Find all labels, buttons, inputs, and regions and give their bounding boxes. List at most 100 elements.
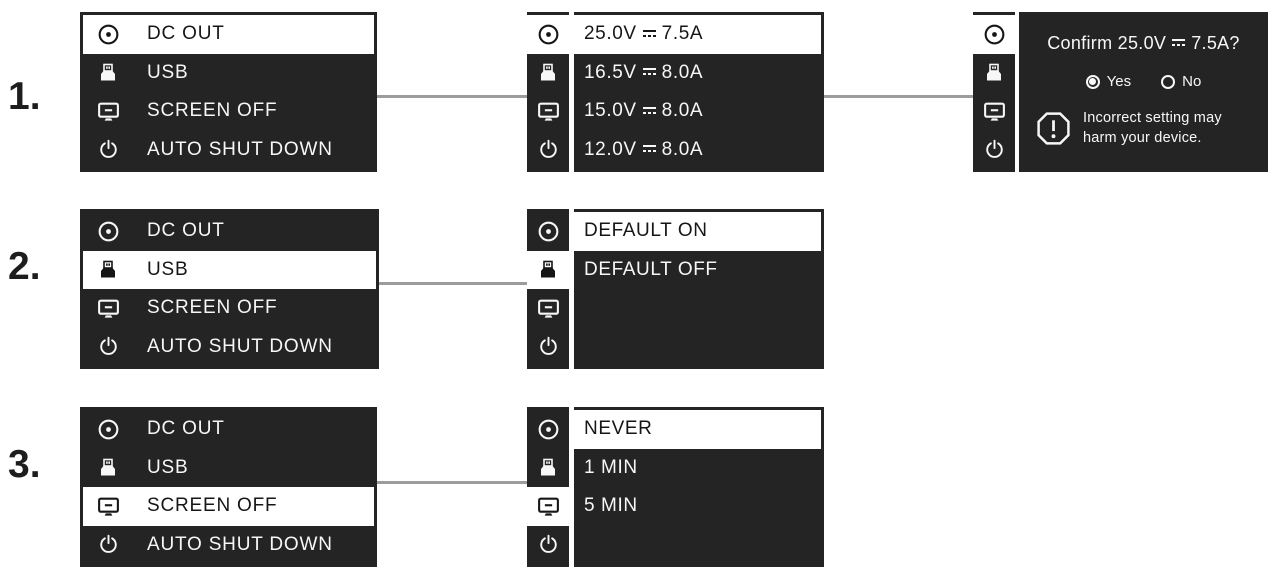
dc-out-icon bbox=[95, 417, 121, 442]
panel-divider bbox=[569, 209, 574, 369]
screen-off-option-list: NEVER 1 MIN 5 MIN bbox=[574, 407, 824, 567]
usb-icon bbox=[95, 456, 121, 480]
flow-connector bbox=[377, 481, 527, 484]
panel-divider bbox=[569, 407, 574, 567]
screen-icon bbox=[536, 296, 561, 321]
step1-main-menu-screen: DC OUT USB SCREEN OFF AUTO SHUT DOWN bbox=[80, 12, 377, 172]
confirm-title-suffix: 7.5A? bbox=[1191, 33, 1240, 53]
menu-item-auto-shut-down[interactable]: AUTO SHUT DOWN bbox=[83, 328, 376, 367]
warning-line-2: harm your device. bbox=[1083, 130, 1202, 147]
panel-divider bbox=[1015, 12, 1019, 172]
step-number-2: 2. bbox=[8, 245, 41, 288]
screen-icon bbox=[536, 99, 561, 124]
submenu-option[interactable]: DEFAULT OFF bbox=[574, 251, 821, 290]
sidebar-tab-screen-off[interactable] bbox=[527, 92, 569, 131]
power-icon bbox=[983, 138, 1006, 161]
submenu-option[interactable]: NEVER bbox=[574, 410, 821, 449]
submenu-option[interactable]: 12.0V 8.0A bbox=[574, 131, 821, 170]
submenu-option[interactable]: DEFAULT ON bbox=[574, 212, 821, 251]
sidebar-tab-dc-out[interactable] bbox=[973, 15, 1015, 54]
dc-out-icon bbox=[536, 219, 561, 244]
menu-item-auto-shut-down[interactable]: AUTO SHUT DOWN bbox=[83, 526, 374, 565]
flow-connector bbox=[377, 95, 527, 98]
sidebar-tab-dc-out[interactable] bbox=[527, 212, 569, 251]
menu-item-auto-shut-down[interactable]: AUTO SHUT DOWN bbox=[83, 131, 374, 170]
menu-item-screen-off[interactable]: SCREEN OFF bbox=[83, 92, 374, 131]
menu-item-label: USB bbox=[147, 456, 189, 478]
flow-connector bbox=[824, 95, 973, 98]
screen-icon bbox=[95, 99, 121, 124]
current-value: 8.0A bbox=[661, 61, 704, 83]
usb-option-list: DEFAULT ON DEFAULT OFF bbox=[574, 209, 824, 369]
screen-icon bbox=[536, 494, 561, 519]
menu-item-dc-out[interactable]: DC OUT bbox=[83, 410, 374, 449]
sidebar-tab-screen-off[interactable] bbox=[973, 92, 1015, 131]
step-number-3: 3. bbox=[8, 443, 41, 486]
screen-icon bbox=[95, 296, 121, 321]
dc-symbol-icon bbox=[642, 144, 657, 155]
sidebar-tab-usb[interactable] bbox=[527, 250, 569, 289]
voltage-value: 15.0V bbox=[584, 100, 637, 122]
power-icon bbox=[95, 138, 121, 161]
panel-divider bbox=[569, 12, 574, 172]
dc-out-icon bbox=[536, 22, 561, 47]
step3-main-menu-screen: DC OUT USB SCREEN OFF AUTO SHUT DOWN bbox=[80, 407, 377, 567]
menu-item-screen-off[interactable]: SCREEN OFF bbox=[83, 487, 374, 526]
menu-item-label: AUTO SHUT DOWN bbox=[147, 533, 333, 555]
step3-screen-off-submenu-screen: NEVER 1 MIN 5 MIN bbox=[527, 407, 824, 567]
sidebar-tab-usb[interactable] bbox=[527, 54, 569, 93]
menu-item-label: SCREEN OFF bbox=[147, 297, 278, 319]
sidebar-tab-screen-off[interactable] bbox=[527, 289, 569, 328]
sidebar-tab-auto-shut-down[interactable] bbox=[527, 328, 569, 367]
voltage-value: 12.0V bbox=[584, 138, 637, 160]
current-value: 8.0A bbox=[661, 138, 704, 160]
radio-option-no[interactable]: No bbox=[1161, 73, 1201, 90]
power-icon bbox=[537, 335, 560, 358]
power-icon bbox=[537, 533, 560, 556]
menu-sidebar bbox=[973, 12, 1015, 172]
sidebar-tab-usb[interactable] bbox=[527, 449, 569, 488]
submenu-option[interactable]: 1 MIN bbox=[574, 449, 821, 488]
sidebar-tab-dc-out[interactable] bbox=[527, 15, 569, 54]
sidebar-tab-dc-out[interactable] bbox=[527, 410, 569, 449]
menu-sidebar bbox=[527, 209, 569, 369]
option-label: 5 MIN bbox=[584, 495, 638, 517]
menu-item-usb[interactable]: USB bbox=[83, 54, 374, 93]
menu-item-screen-off[interactable]: SCREEN OFF bbox=[83, 289, 376, 328]
submenu-option[interactable]: 5 MIN bbox=[574, 487, 821, 526]
menu-item-dc-out[interactable]: DC OUT bbox=[83, 212, 376, 251]
sidebar-tab-screen-off[interactable] bbox=[527, 487, 569, 526]
menu-item-label: SCREEN OFF bbox=[147, 495, 278, 517]
radio-unselected-icon bbox=[1161, 74, 1176, 89]
current-value: 7.5A bbox=[661, 23, 704, 45]
flow-connector bbox=[377, 282, 527, 285]
usb-icon bbox=[95, 258, 121, 282]
sidebar-tab-auto-shut-down[interactable] bbox=[973, 131, 1015, 170]
step-number-1: 1. bbox=[8, 75, 41, 118]
warning-message: Incorrect setting may harm your device. bbox=[1029, 108, 1258, 149]
sidebar-tab-auto-shut-down[interactable] bbox=[527, 131, 569, 170]
power-icon bbox=[95, 533, 121, 556]
dc-out-icon bbox=[95, 219, 121, 244]
sidebar-tab-auto-shut-down[interactable] bbox=[527, 526, 569, 565]
dc-symbol-icon bbox=[642, 67, 657, 78]
menu-item-label: DC OUT bbox=[147, 23, 225, 45]
menu-item-label: AUTO SHUT DOWN bbox=[147, 138, 333, 160]
radio-option-yes[interactable]: Yes bbox=[1085, 73, 1131, 90]
screen-icon bbox=[982, 99, 1007, 124]
menu-item-dc-out[interactable]: DC OUT bbox=[83, 15, 374, 54]
menu-item-usb[interactable]: USB bbox=[83, 449, 374, 488]
sidebar-tab-usb[interactable] bbox=[973, 54, 1015, 93]
menu-item-label: USB bbox=[147, 61, 189, 83]
dc-symbol-icon bbox=[642, 29, 657, 40]
menu-item-usb[interactable]: USB bbox=[83, 250, 376, 289]
option-label: NEVER bbox=[584, 418, 653, 440]
